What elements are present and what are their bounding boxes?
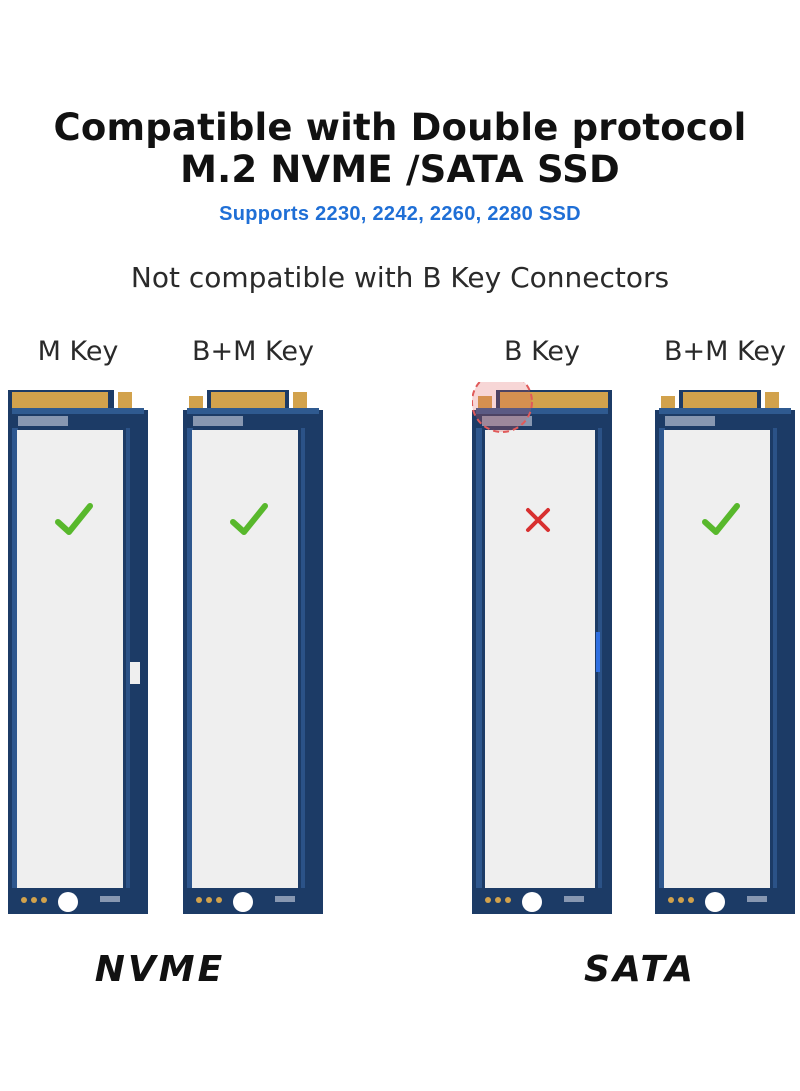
ssd-card-bm-key-sata xyxy=(655,382,795,914)
key-label-bm-nvme: B+M Key xyxy=(192,336,314,367)
ssd-board xyxy=(655,390,795,914)
check-icon xyxy=(230,503,268,535)
supports-sizes-text: Supports 2230, 2242, 2260, 2280 SSD xyxy=(219,203,581,225)
not-compatible-text: Not compatible with B Key Connectors xyxy=(130,261,670,294)
page-title-line-1: Compatible with Double protocol xyxy=(53,106,747,149)
check-icon xyxy=(55,503,93,535)
ssd-card-b-key xyxy=(472,382,612,914)
sata-group-label: SATA xyxy=(584,949,696,990)
nvme-group-label: NVME xyxy=(94,949,226,990)
key-label-b: B Key xyxy=(503,336,581,367)
ssd-board xyxy=(183,390,323,914)
key-label-m: M Key xyxy=(37,336,119,367)
ssd-board xyxy=(8,390,148,914)
ssd-board xyxy=(472,382,612,914)
b-key-notch-highlight xyxy=(472,382,533,433)
check-icon xyxy=(702,503,740,535)
key-label-bm-sata: B+M Key xyxy=(664,336,786,367)
cross-icon xyxy=(526,508,550,532)
page-title-line-2: M.2 NVME /SATA SSD xyxy=(180,148,620,191)
ssd-card-m-key xyxy=(8,382,148,914)
ssd-card-bm-key-nvme xyxy=(183,382,323,914)
